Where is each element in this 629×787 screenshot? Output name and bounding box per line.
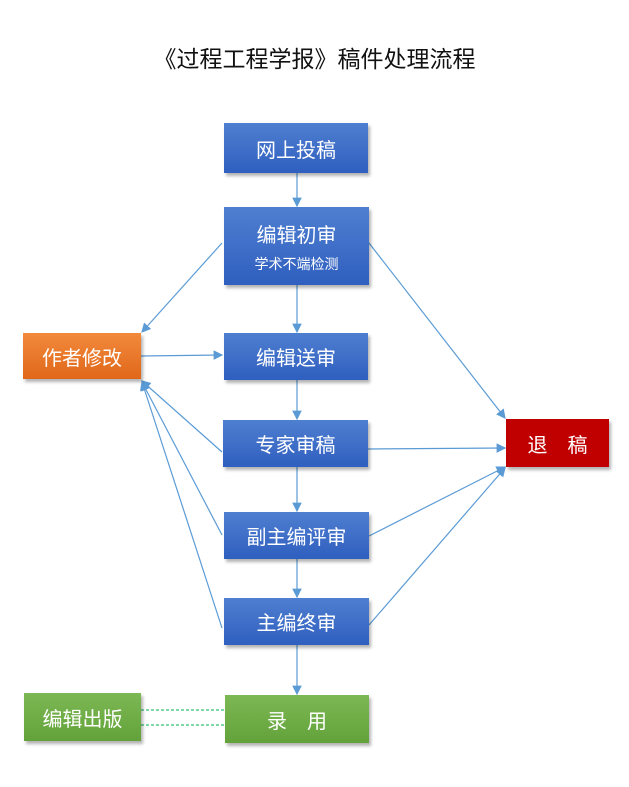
node-label: 副主编评审	[246, 525, 347, 549]
node-accept: 录 用	[225, 695, 369, 743]
node-online-submission: 网上投稿	[224, 123, 368, 173]
arrow-revise-send	[140, 350, 224, 360]
node-label: 专家审稿	[255, 433, 336, 457]
node-deputy-review: 副主编评审	[224, 512, 369, 559]
arrow-expert-revise	[141, 380, 223, 453]
node-send-review: 编辑送审	[224, 333, 368, 380]
arrow-chief-reject	[368, 467, 506, 626]
node-author-revision: 作者修改	[23, 333, 141, 379]
arrow-initial-reject	[368, 242, 506, 419]
arrow-deputy-revise	[141, 380, 223, 536]
arrow-chief-revise	[140, 380, 223, 629]
node-label: 退 稿	[527, 432, 588, 457]
node-initial-review: 编辑初审学术不端检测	[224, 207, 369, 285]
node-expert-review: 专家审稿	[223, 420, 368, 467]
node-label: 编辑送审	[256, 346, 336, 370]
node-label: 作者修改	[42, 345, 122, 370]
arrow-initial-revise	[141, 242, 223, 333]
node-sublabel: 学术不端检测	[254, 256, 339, 273]
node-label: 网上投稿	[256, 137, 336, 162]
node-chief-review: 主编终审	[224, 598, 369, 645]
arrow-expert-reject	[367, 443, 507, 453]
node-label: 主编终审	[256, 611, 337, 635]
node-publish: 编辑出版	[24, 693, 141, 741]
node-label: 录 用	[267, 708, 327, 733]
node-label: 编辑出版	[42, 706, 123, 731]
page-title: 《过程工程学报》稿件处理流程	[153, 47, 476, 73]
node-reject: 退 稿	[506, 419, 609, 467]
arrow-deputy-reject	[368, 466, 507, 537]
node-label: 编辑初审	[256, 222, 337, 247]
